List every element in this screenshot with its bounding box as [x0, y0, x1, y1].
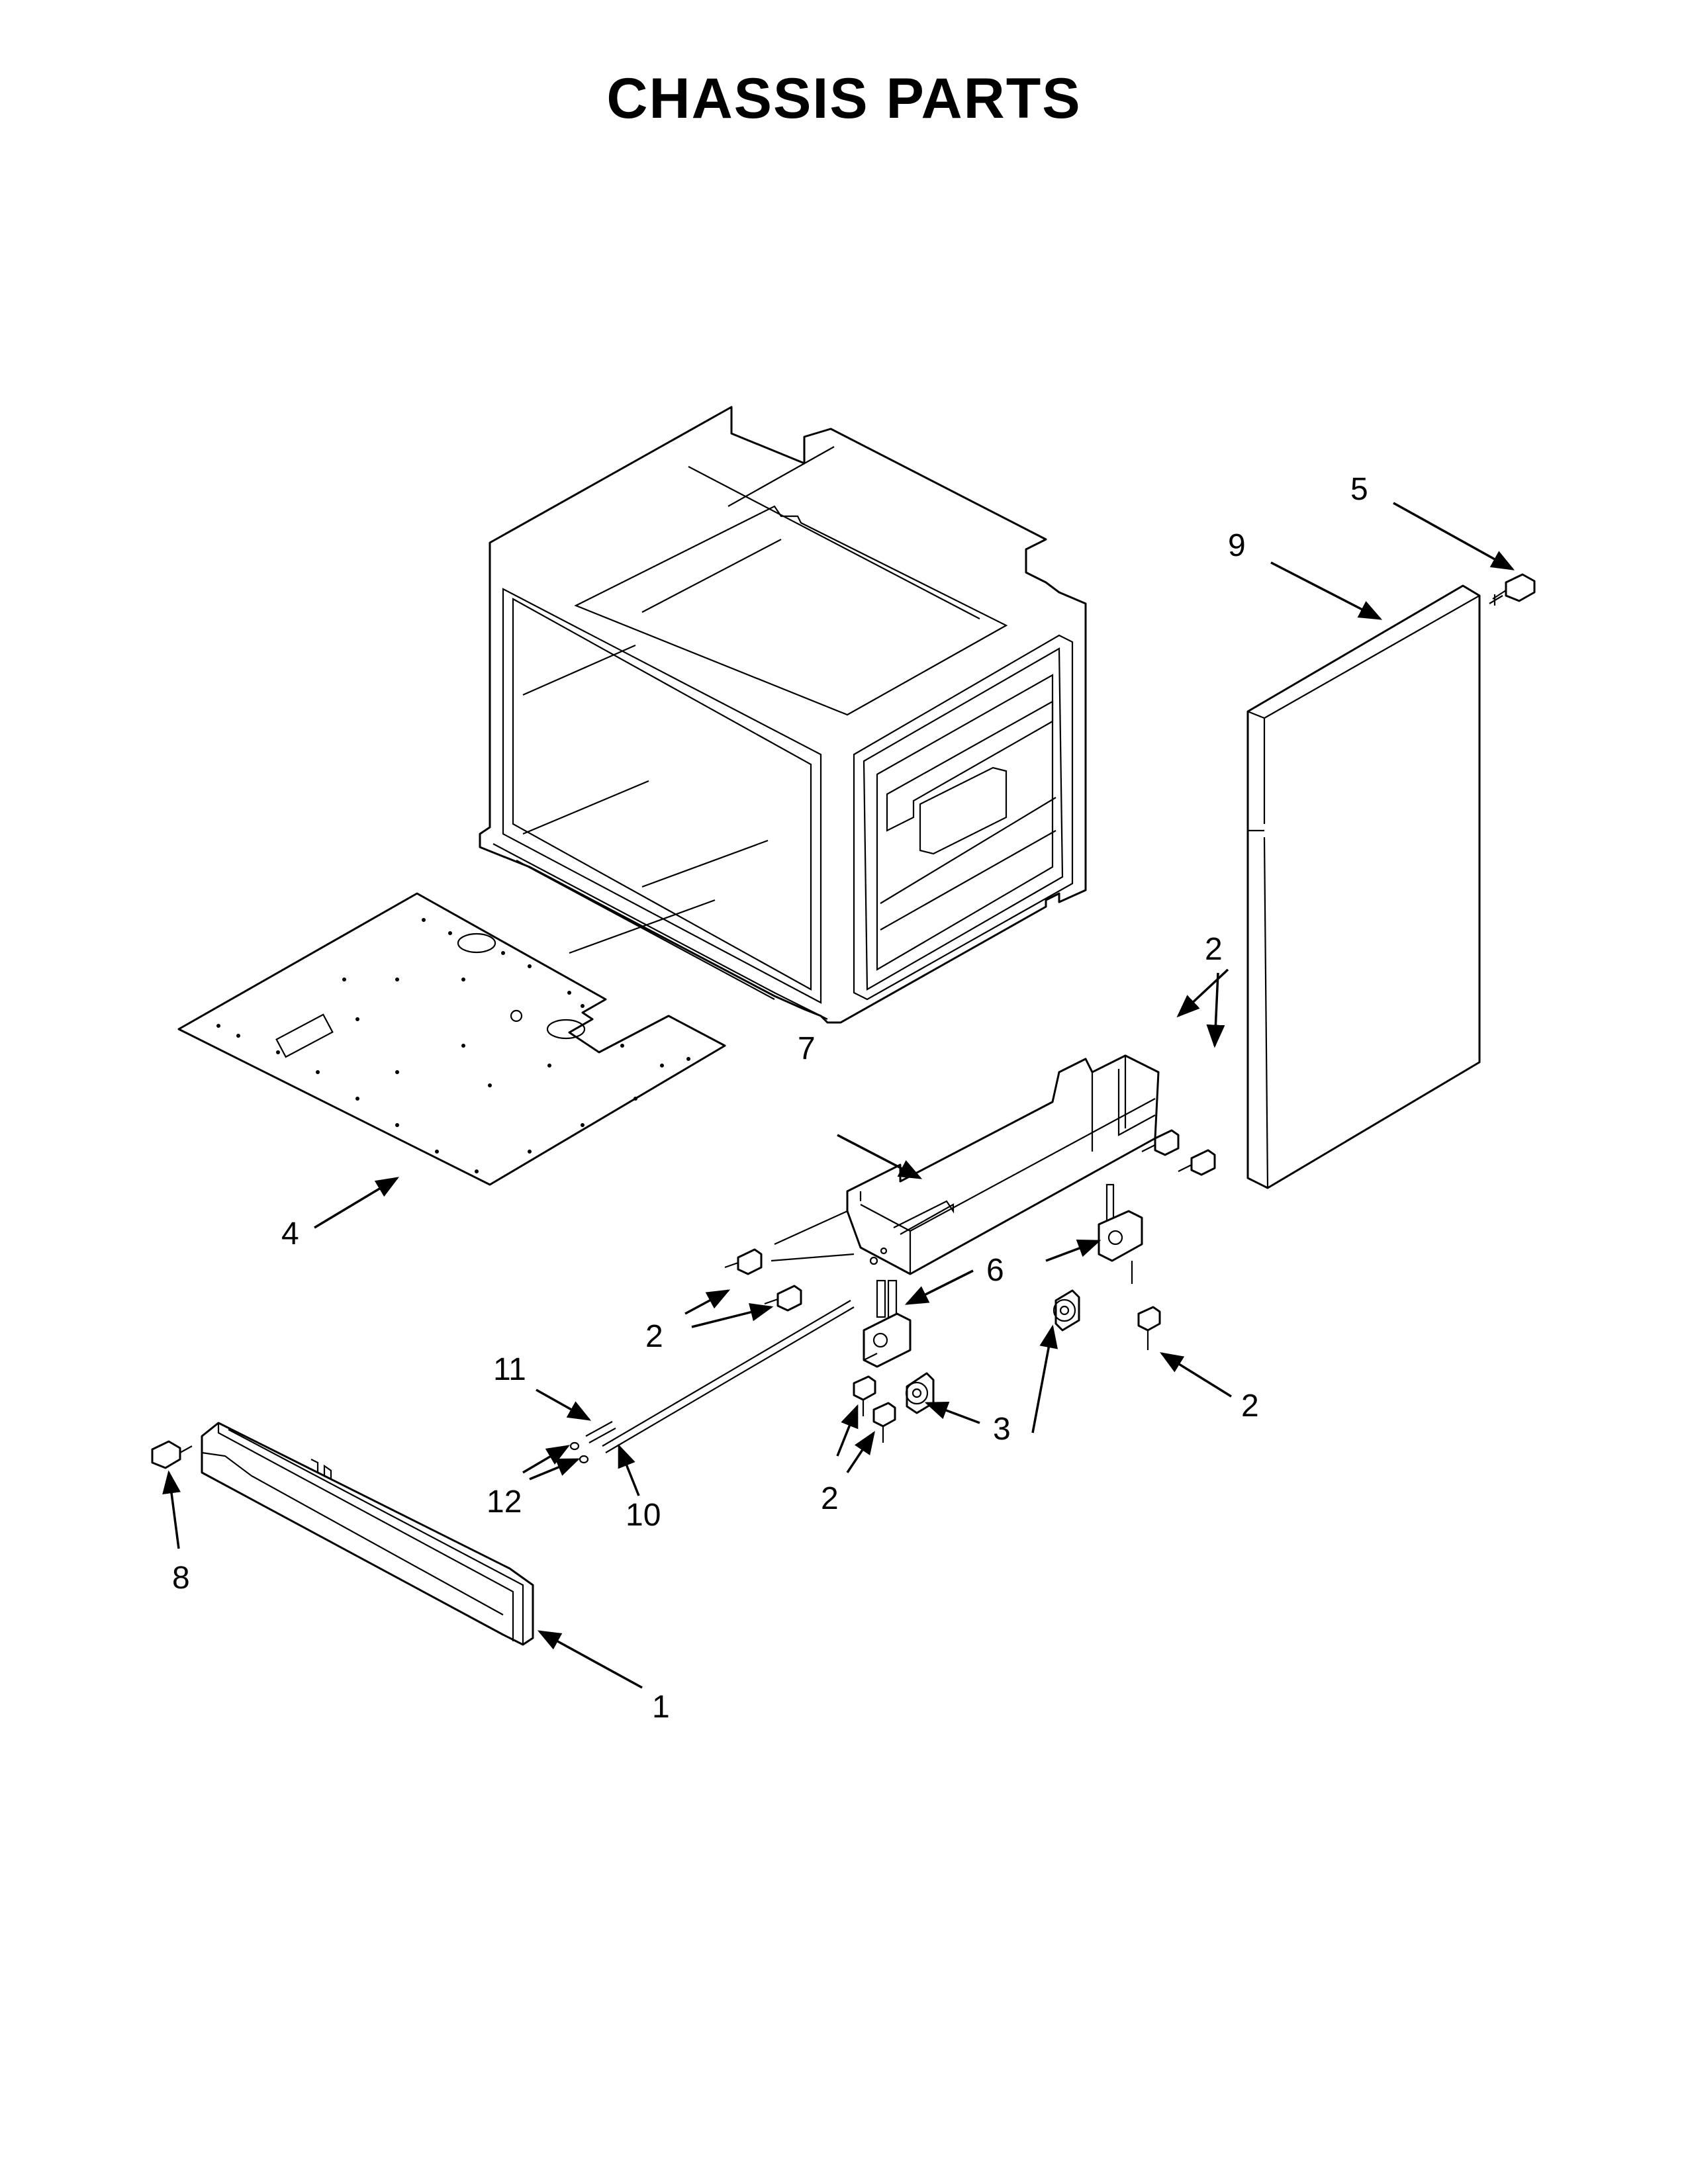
kick-panel-part-1 — [201, 1422, 534, 1646]
callout-2-left: 2 — [645, 1319, 663, 1354]
clips-part-12 — [569, 1441, 589, 1464]
leveling-leg-part-6-right — [1098, 1183, 1143, 1284]
bracket-part-7 — [846, 1054, 1160, 1275]
callout-2-right: 2 — [1241, 1388, 1259, 1424]
page-title: CHASSIS PARTS — [606, 67, 1082, 130]
bottom-plate-part-4 — [177, 892, 726, 1186]
callout-1: 1 — [652, 1690, 670, 1725]
callout-9: 9 — [1228, 528, 1246, 563]
callout-10: 10 — [626, 1498, 661, 1533]
callout-11: 11 — [493, 1352, 526, 1387]
leveling-leg-part-6-left — [863, 1279, 912, 1368]
callout-6: 6 — [986, 1253, 1004, 1288]
callout-2-upper: 2 — [1205, 932, 1223, 967]
callout-3: 3 — [993, 1412, 1011, 1447]
callout-labels: 5 9 2 7 4 6 2 11 2 3 12 10 2 8 1 — [172, 472, 1368, 1725]
screw-part-8 — [151, 1440, 193, 1469]
callout-7: 7 — [798, 1031, 816, 1066]
screw-part-5 — [1489, 573, 1536, 606]
side-panel-part-9 — [1246, 584, 1481, 1189]
screws-part-2 — [724, 1129, 1216, 1443]
oven-chassis-frame — [479, 406, 1087, 1024]
rod-part-10 — [585, 1300, 855, 1453]
callout-4: 4 — [281, 1216, 299, 1251]
callout-12: 12 — [487, 1484, 522, 1520]
callout-2-bottom: 2 — [821, 1481, 839, 1516]
callout-8: 8 — [172, 1561, 190, 1596]
callout-5: 5 — [1350, 472, 1368, 507]
caster-part-3-right — [1053, 1289, 1080, 1332]
caster-part-3-left — [905, 1372, 935, 1414]
leader-arrows — [162, 502, 1515, 1689]
